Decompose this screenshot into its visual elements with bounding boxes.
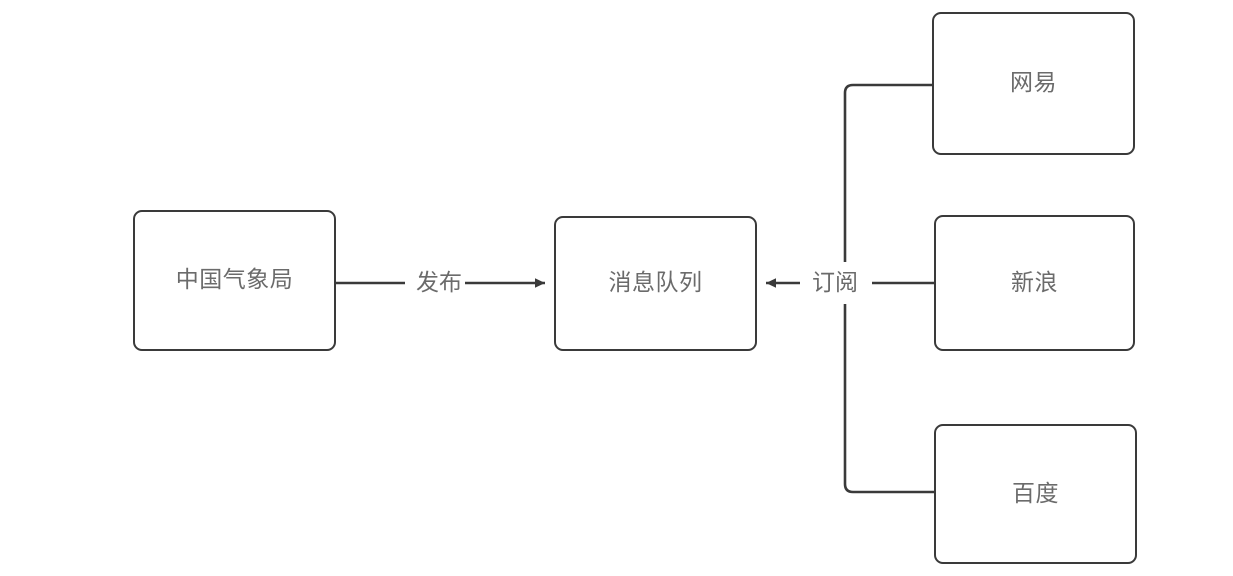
node-message-queue[interactable]: 消息队列	[554, 216, 757, 351]
node-baidu-label: 百度	[1012, 480, 1059, 507]
edge-branch-baidu	[843, 304, 934, 494]
node-message-queue-label: 消息队列	[608, 270, 703, 296]
node-sina[interactable]: 新浪	[934, 215, 1135, 351]
node-sina-label: 新浪	[1011, 269, 1058, 296]
node-netease-label: 网易	[1010, 70, 1057, 96]
edge-label-publish: 发布	[413, 271, 465, 296]
edge-label-subscribe: 订阅	[809, 271, 861, 296]
edge-subscriber-trunk	[843, 83, 934, 494]
node-netease[interactable]: 网易	[932, 12, 1135, 155]
node-baidu[interactable]: 百度	[934, 424, 1137, 564]
node-publisher-label: 中国气象局	[175, 267, 294, 293]
edge-branch-netease	[843, 83, 932, 262]
node-publisher[interactable]: 中国气象局	[133, 210, 336, 351]
